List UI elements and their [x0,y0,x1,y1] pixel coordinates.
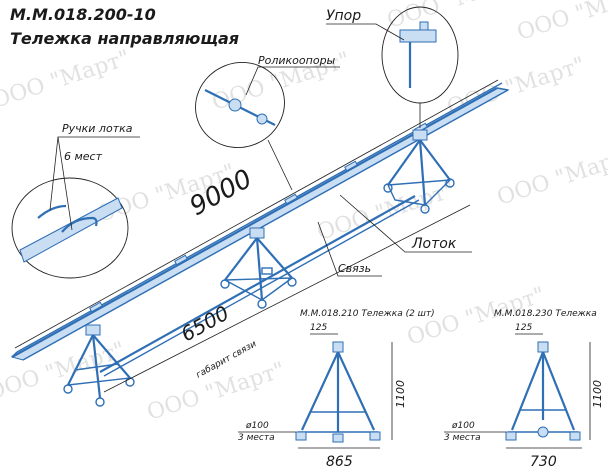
trolley-leg [255,237,264,301]
trolley-brace [74,363,119,371]
trolley-210-leg [301,351,339,431]
wheel [569,431,581,441]
wheel [295,431,307,441]
trolley-leg [67,334,94,386]
tray-end-left [11,351,18,358]
trolley-210-leg [337,351,375,431]
detail-roller-frame [195,61,285,149]
dim-line-6500 [103,204,471,393]
watermark-text: ООО "Март" [514,0,608,46]
label-link: Связь [338,262,371,275]
watermark-text: ООО "Март" [0,338,128,406]
wheel [445,178,455,188]
leader-roller-down [267,139,293,191]
label-tray-handles-count: 6 мест [64,150,103,163]
view-210-caption: М.М.018.210 Тележка (2 шт) [300,309,435,319]
label-roller-supports: Роликоопоры [258,54,336,67]
wheel [287,277,297,287]
drawing-title: Тележка направляющая [10,29,239,48]
view-trolley-210: М.М.018.210 Тележка (2 шт) 125 1100 865 … [238,309,435,470]
leader-roller [245,66,340,96]
view-210-wheel-diam: ø100 [245,421,269,431]
stop-plate [399,29,437,43]
leader-tray [339,194,472,253]
wheel [537,426,549,438]
view-210-wheel-count: 3 места [238,433,275,443]
wheel [505,431,517,441]
detail-handles-frame [11,177,129,279]
dim-value-6500: 6500 [177,301,233,347]
trolley-210-head [332,341,344,353]
tray-handle-detail [61,216,98,233]
roller [228,98,242,112]
trolley-leg [419,139,451,181]
wheel [125,377,135,387]
watermark-text: ООО "Март" [384,0,528,34]
trolley-230-leg [510,351,545,431]
wheel [257,299,267,309]
dim-line-9000 [14,79,499,349]
wheel [63,384,73,394]
view-230-wheel-count: 3 места [444,433,481,443]
wheel [383,183,393,193]
tray-handle [89,301,103,313]
trolley-brace [224,277,293,281]
roller [256,113,268,125]
view-230-caption: М.М.018.230 Тележка [494,309,597,319]
tray-handle [284,193,298,205]
trolley-left-iso [63,324,135,407]
detail-roller-supports: Роликоопоры [195,54,340,191]
trolley-230-leg [541,351,576,431]
view-210-dim-height: 1100 [394,380,407,408]
detail-stop: Упор [326,6,459,128]
view-230-dim-width: 730 [530,454,557,470]
view-210-dim-width: 865 [326,454,353,470]
trolley-leg [92,334,131,379]
label-tray: Лоток [411,236,457,252]
handles-tray-segment [19,197,123,263]
trolley-leg [256,237,293,279]
view-230-wheel-diam: ø100 [451,421,475,431]
wheel [332,433,344,443]
view-230-dim-top: 125 [515,323,532,333]
leader-handles-2 [57,136,73,231]
dimension-link-length: 6500 габарит связи [103,204,471,393]
trolley-leg [387,139,421,186]
trolley-bracket [261,267,273,275]
trolley-head [85,324,101,336]
wheel [220,279,230,289]
leader-link [317,221,382,277]
wheel [95,397,105,407]
trolley-head [412,129,428,141]
label-stop: Упор [326,8,361,24]
view-210-dim-top: 125 [310,323,327,333]
watermark-text: ООО "Март" [494,143,608,211]
trolley-brace [67,377,131,386]
view-230-dim-height: 1100 [591,380,604,408]
drawing-code: М.М.018.200-10 [10,5,156,24]
label-tray-handles: Ручки лотка [62,122,133,135]
tray-handle-detail [37,204,67,219]
link-bar [99,195,416,373]
stop-lug [419,21,429,31]
detail-tray-handles: Ручки лотка 6 мест [11,122,140,279]
trolley-head [249,227,265,239]
tray-handle [174,254,188,266]
trolley-leg [418,139,427,206]
wheel [369,431,381,441]
trolley-middle-iso [220,227,297,309]
wheel [420,204,430,214]
trolley-leg [224,237,258,281]
watermark-text: ООО "Март" [0,46,133,114]
trolley-brace [224,279,263,301]
trolley-230-head [537,341,549,353]
trolley-right-iso [383,129,455,214]
trolley-brace [261,277,293,301]
tray-end-right [496,87,509,91]
tray-handle [344,160,358,172]
view-trolley-230: М.М.018.230 Тележка 125 1100 730 ø100 3 … [444,309,604,470]
leader-stop [326,23,405,41]
